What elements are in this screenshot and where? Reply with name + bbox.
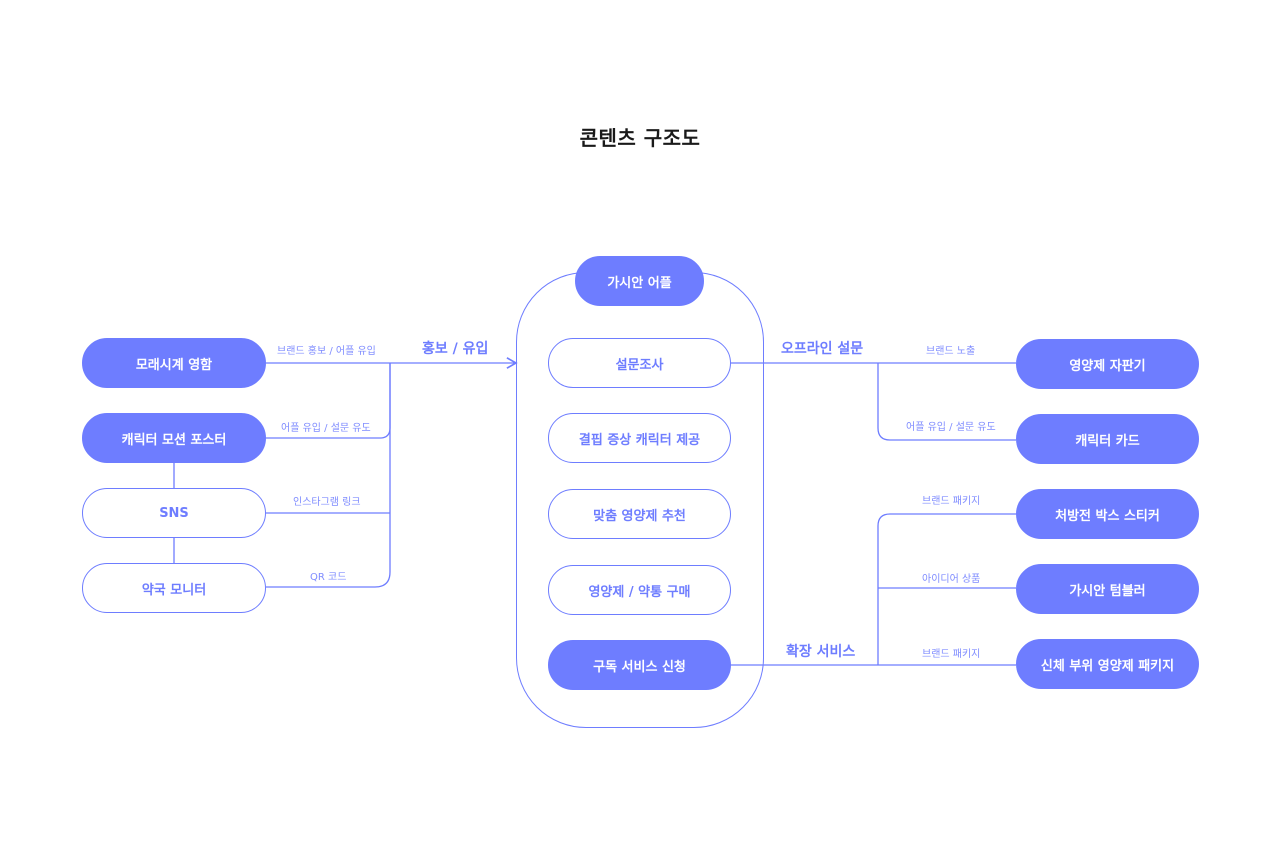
left-edge-label-3: 인스타그램 링크 [293,497,361,508]
right-edge-label-4: 아이디어 상품 [922,574,981,585]
app-item-character: 결핍 증상 캐릭터 제공 [548,413,731,463]
app-item-subscription: 구독 서비스 신청 [548,640,731,690]
right-node-prescription-sticker: 처방전 박스 스티커 [1016,489,1199,539]
right-node-character-card: 캐릭터 카드 [1016,414,1199,464]
right-edge-label-5: 브랜드 패키지 [922,649,981,660]
left-edge-label-1: 브랜드 홍보 / 어플 유입 [277,346,376,357]
left-node-sandglass: 모래시계 영함 [82,338,266,388]
right-connector-2 [877,363,1016,441]
right-edge-label-1: 브랜드 노출 [926,346,976,357]
app-item-survey: 설문조사 [548,338,731,388]
right-connector-3 [877,513,1016,665]
right-node-tumbler: 가시안 텀블러 [1016,564,1199,614]
diagram-title: 콘텐츠 구조도 [579,126,701,150]
left-connector-4 [266,513,391,588]
app-item-purchase: 영양제 / 약통 구매 [548,565,731,615]
left-edge-label-2: 어플 유입 / 설문 유도 [281,423,371,434]
right-node-vending-machine: 영양제 자판기 [1016,339,1199,389]
left-group-label: 홍보 / 유입 [422,341,489,357]
right-edge-label-3: 브랜드 패키지 [922,496,981,507]
right-edge-label-2: 어플 유입 / 설문 유도 [906,422,996,433]
right-group-label-offline: 오프라인 설문 [781,341,864,357]
left-node-pharmacy-monitor: 약국 모니터 [82,563,266,613]
left-node-sns: SNS [82,488,266,538]
left-node-motion-poster: 캐릭터 모션 포스터 [82,413,266,463]
app-header: 가시안 어플 [575,256,704,306]
right-node-body-package: 신체 부위 영양제 패키지 [1016,639,1199,689]
left-edge-label-4: QR 코드 [310,572,347,583]
right-group-label-extension: 확장 서비스 [786,644,856,660]
app-item-recommend: 맞춤 영양제 추천 [548,489,731,539]
